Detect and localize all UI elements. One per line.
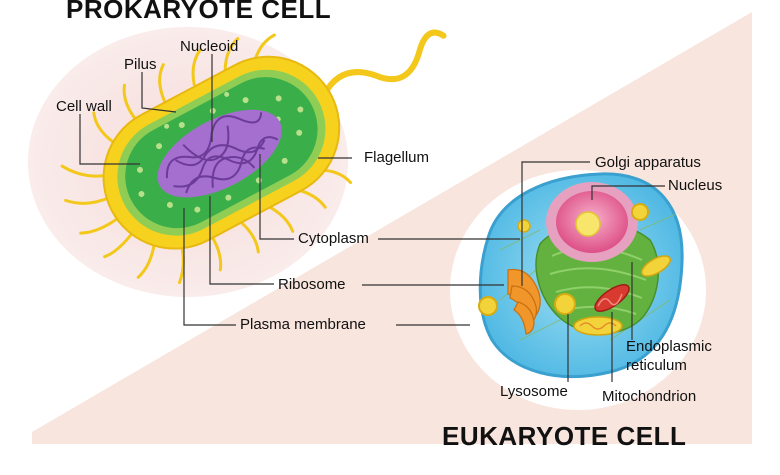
label-ribosome: Ribosome <box>278 276 346 293</box>
flagellum <box>321 29 447 98</box>
prokaryote-title: PROKARYOTE CELL <box>66 0 332 24</box>
label-nucleus: Nucleus <box>668 177 723 194</box>
eukaryote-title: EUKARYOTE CELL <box>442 421 687 451</box>
label-endoplasmic: Endoplasmic <box>626 338 712 355</box>
label-lysosome: Lysosome <box>500 383 568 400</box>
label-reticulum: reticulum <box>626 357 687 374</box>
leader-lines <box>79 54 665 382</box>
mitochondrion-shape <box>573 255 672 336</box>
label-golgi-apparatus: Golgi apparatus <box>595 154 701 171</box>
label-plasma-membrane: Plasma membrane <box>240 316 366 333</box>
nucleus-shape <box>546 182 638 262</box>
label-pilus: Pilus <box>124 56 157 73</box>
prokaryote-cell <box>60 29 447 285</box>
golgi-shape <box>507 268 541 335</box>
label-nucleoid: Nucleoid <box>180 38 239 55</box>
lysosome-shape <box>478 203 649 316</box>
label-cytoplasm: Cytoplasm <box>298 230 369 247</box>
label-flagellum: Flagellum <box>364 149 430 166</box>
nucleoid-shape <box>157 109 282 198</box>
label-cell-wall: Cell wall <box>56 98 112 115</box>
label-mitochondrion: Mitochondrion <box>602 388 697 405</box>
